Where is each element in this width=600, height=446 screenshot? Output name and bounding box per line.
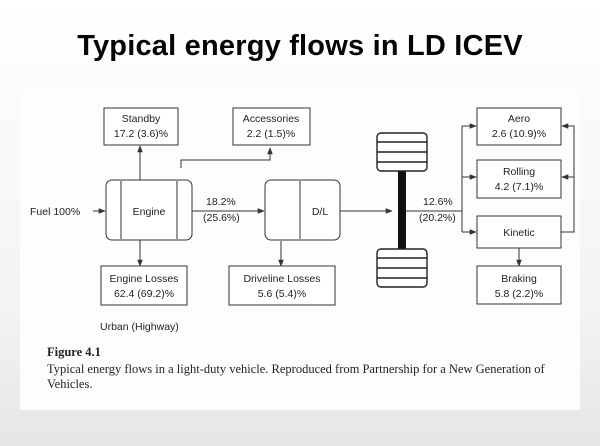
engine-box <box>105 179 193 241</box>
accessories-value: 2.2 (1.5)% <box>247 128 295 140</box>
accessories-box <box>232 107 311 146</box>
aero-box <box>476 107 562 146</box>
standby-value: 17.2 (3.6)% <box>114 128 168 140</box>
dl-label: D/L <box>312 206 329 218</box>
figure-label: Figure 4.1 <box>47 345 101 359</box>
standby-name: Standby <box>122 113 161 125</box>
figure-caption-text: Typical energy flows in a light-duty veh… <box>47 362 545 391</box>
engine-losses-name: Engine Losses <box>110 273 179 285</box>
wheel-assembly <box>376 132 428 288</box>
driveline-losses-value: 5.6 (5.4)% <box>258 288 306 300</box>
braking-box <box>476 265 562 305</box>
engine-dl-percent-highway: (25.6%) <box>203 212 240 224</box>
dl-wheels-percent-highway: (20.2%) <box>419 212 456 224</box>
rolling-value: 4.2 (7.1)% <box>495 181 543 193</box>
dl-wheels-percent: 12.6% <box>423 196 453 208</box>
braking-name: Braking <box>501 273 537 285</box>
aero-name: Aero <box>508 113 530 125</box>
braking-value: 5.8 (2.2)% <box>495 288 543 300</box>
driveline-losses-name: Driveline Losses <box>243 273 320 285</box>
rolling-name: Rolling <box>503 166 535 178</box>
engine-dl-percent: 18.2% <box>206 196 236 208</box>
fuel-label: Fuel 100% <box>30 206 80 218</box>
slide-title: Typical energy flows in LD ICEV <box>77 30 523 62</box>
engine-losses-box <box>100 265 188 306</box>
accessories-arrow <box>180 147 273 168</box>
figure-caption: Figure 4.1 Typical energy flows in a lig… <box>47 345 567 392</box>
accessories-name: Accessories <box>243 113 300 125</box>
engine-losses-value: 62.4 (69.2)% <box>114 288 174 300</box>
legend-note: Urban (Highway) <box>100 321 179 333</box>
dl-box <box>264 179 341 241</box>
kinetic-name: Kinetic <box>503 227 535 239</box>
standby-box <box>103 107 179 146</box>
kinetic-box <box>476 215 562 249</box>
axle <box>398 160 406 256</box>
engine-label: Engine <box>133 206 166 218</box>
driveline-losses-box <box>228 265 336 306</box>
aero-value: 2.6 (10.9)% <box>492 128 546 140</box>
rolling-box <box>476 159 562 199</box>
kinetic-feedback-loop <box>560 123 575 233</box>
